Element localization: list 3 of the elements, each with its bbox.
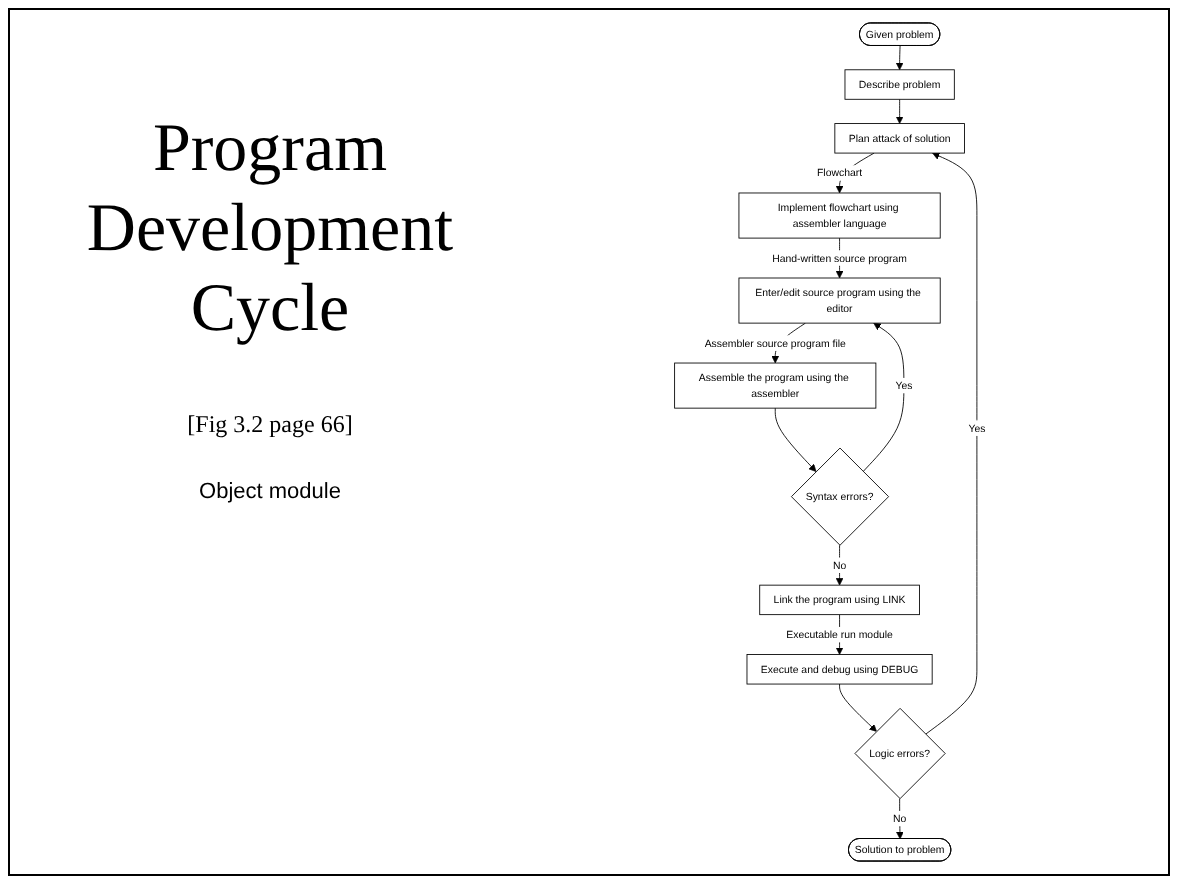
note: Object module xyxy=(197,480,343,504)
caption: [Fig 3.2 page 66] xyxy=(185,410,355,440)
title: Program Development Cycle xyxy=(84,110,456,350)
